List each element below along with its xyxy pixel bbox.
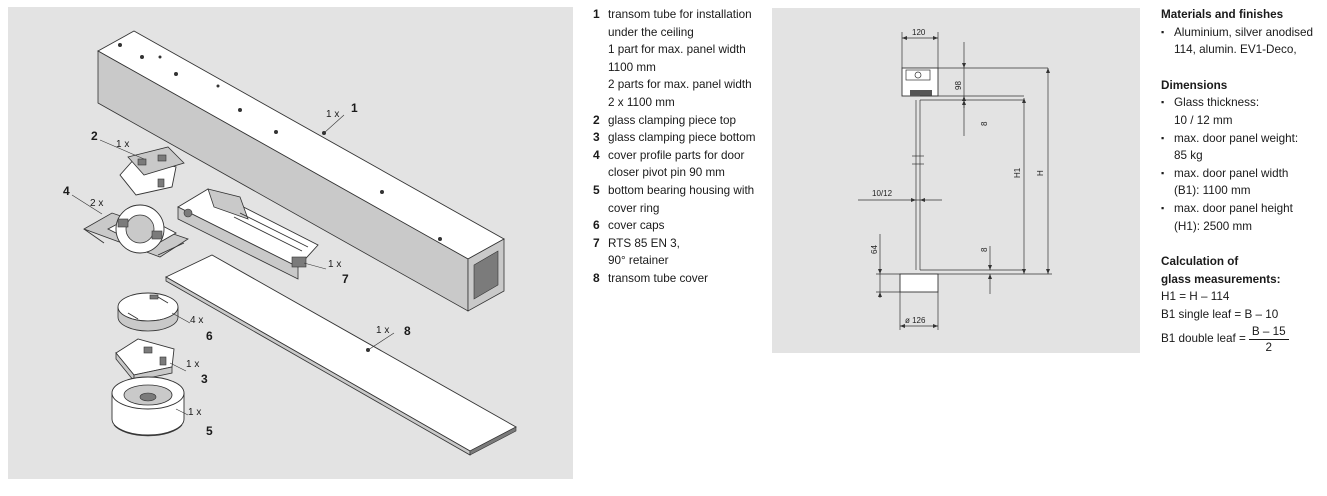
part-number: 6: [593, 218, 600, 233]
part-description: transom tube for installation under the …: [608, 8, 752, 109]
dim-8-top: 8: [980, 121, 989, 126]
dimension-max-height: max. door panel height (H1): 2500 mm: [1161, 200, 1327, 235]
dim-h: H: [1036, 170, 1045, 176]
dimension-max-width: max. door panel width (B1): 1100 mm: [1161, 165, 1327, 200]
transom-tube-cover: [165, 254, 517, 456]
parts-list: 1 transom tube for installation under the…: [593, 6, 768, 288]
part-6-number: 6: [206, 329, 213, 343]
part-item: 6 cover caps: [593, 217, 768, 235]
h1-formula: H1 = H – 114: [1161, 290, 1230, 304]
part-item: 5 bottom bearing housing with cover ring: [593, 182, 768, 217]
cover-profile-parts: [83, 204, 189, 258]
part-item: 4 cover profile parts for door closer piv…: [593, 147, 768, 182]
part-description: glass clamping piece bottom: [608, 131, 756, 145]
part-description: cover profile parts for door closer pivo…: [608, 148, 745, 180]
dim-98: 98: [954, 81, 963, 90]
part-1-qty: 1 x: [326, 109, 339, 120]
dim-64: 64: [870, 245, 879, 254]
part-item: 1 transom tube for installation under the…: [593, 6, 768, 112]
part-8-qty: 1 x: [376, 325, 389, 336]
cover-caps: [117, 292, 179, 332]
bottom-bearing: [899, 273, 939, 293]
section-drawing: .dl { stroke:#333; stroke-width:0.7; fil…: [858, 28, 1052, 330]
part-description: RTS 85 EN 3, 90° retainer: [608, 236, 680, 268]
door-closer-rts85: [177, 188, 319, 280]
part-description: transom tube cover: [608, 271, 709, 285]
bottom-bearing-housing: [111, 376, 185, 437]
double-leaf-fraction: B – 15 2: [1248, 324, 1289, 355]
part-7-qty: 1 x: [328, 259, 341, 270]
part-number: 8: [593, 270, 600, 285]
part-3-number: 3: [201, 372, 208, 386]
part-number: 2: [593, 112, 600, 127]
materials-item: Aluminium, silver anodised 114, alumin. …: [1161, 24, 1327, 59]
calculation-title-line2: glass measurements:: [1161, 272, 1281, 286]
exploded-view-panel: .ln { stroke:#333; stroke-width:0.9; fil…: [8, 7, 573, 479]
part-8-number: 8: [404, 324, 411, 338]
clamping-piece-bottom: [115, 338, 175, 383]
part-7-number: 7: [342, 272, 349, 286]
clamping-piece-top: [119, 146, 185, 196]
part-6-qty: 4 x: [190, 315, 203, 326]
part-number: 4: [593, 147, 600, 162]
fraction-denominator: 2: [1265, 340, 1272, 354]
transom-tube: [97, 30, 505, 312]
double-leaf-label: B1 double leaf =: [1161, 332, 1246, 346]
part-description: cover caps: [608, 219, 665, 233]
part-description: glass clamping piece top: [608, 113, 736, 127]
dimensions-list: Glass thickness: 10 / 12 mm max. door pa…: [1161, 94, 1327, 235]
dimension-max-weight: max. door panel weight: 85 kg: [1161, 130, 1327, 165]
dim-120: 120: [912, 28, 926, 37]
part-5-qty: 1 x: [188, 407, 201, 418]
part-1-number: 1: [351, 101, 358, 115]
dim-diameter-126: ø 126: [905, 316, 926, 325]
materials-title: Materials and finishes: [1161, 8, 1284, 21]
double-leaf-formula: B1 double leaf = B – 15 2: [1161, 324, 1327, 355]
part-item: 8 transom tube cover: [593, 270, 768, 288]
part-number: 5: [593, 182, 600, 197]
part-item: 7 RTS 85 EN 3, 90° retainer: [593, 235, 768, 270]
part-item: 2 glass clamping piece top: [593, 112, 768, 130]
part-description: bottom bearing housing with cover ring: [608, 183, 755, 215]
part-5-number: 5: [206, 424, 213, 438]
fraction-numerator: B – 15: [1248, 324, 1289, 340]
part-number: 7: [593, 235, 600, 250]
dim-glass-thickness: 10/12: [872, 189, 893, 198]
part-2-qty: 1 x: [116, 139, 129, 150]
single-leaf-formula: B1 single leaf = B – 10: [1161, 307, 1279, 321]
specs-column: Materials and finishes Aluminium, silver…: [1161, 6, 1327, 355]
exploded-view-drawing: .ln { stroke:#333; stroke-width:0.9; fil…: [63, 30, 517, 456]
dim-h1: H1: [1013, 167, 1022, 178]
part-item: 3 glass clamping piece bottom: [593, 129, 768, 147]
part-number: 1: [593, 7, 600, 21]
materials-list: Aluminium, silver anodised 114, alumin. …: [1161, 24, 1327, 59]
dimension-glass-thickness: Glass thickness: 10 / 12 mm: [1161, 94, 1327, 129]
calculation-title-line1: Calculation of: [1161, 255, 1239, 269]
dimensions-title: Dimensions: [1161, 78, 1228, 92]
dim-8-bottom: 8: [980, 247, 989, 252]
part-2-number: 2: [91, 129, 98, 143]
part-3-qty: 1 x: [186, 359, 199, 370]
part-number: 3: [593, 130, 600, 145]
part-4-qty: 2 x: [90, 198, 103, 209]
section-drawing-panel: .dl { stroke:#333; stroke-width:0.7; fil…: [772, 8, 1140, 353]
part-4-number: 4: [63, 184, 70, 198]
